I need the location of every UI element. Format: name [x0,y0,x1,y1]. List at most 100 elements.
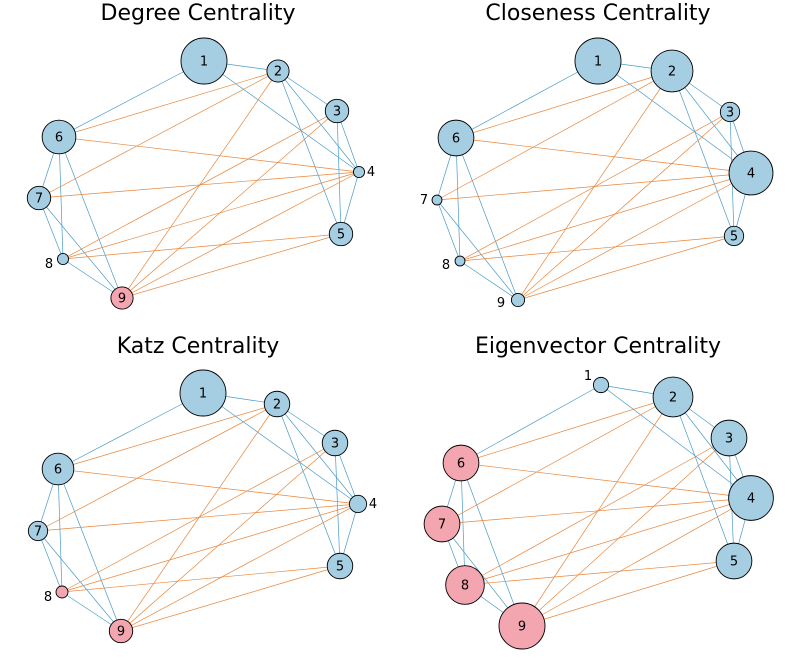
edge-6-9 [460,462,523,627]
edge-4-9 [521,497,752,627]
node-4: 4 [352,165,375,180]
node-circle [445,565,485,605]
node-label: 3 [331,437,339,452]
node-9: 9 [497,292,526,311]
edge-2-6 [455,70,673,139]
edge-4-6 [58,136,360,173]
node-label: 4 [747,492,755,507]
node-label: 8 [461,579,469,594]
node-circle [321,429,349,457]
edge-6-8 [460,462,466,586]
edge-2-4 [276,403,359,505]
node-label: 4 [367,165,375,180]
edge-5-8 [459,235,735,262]
node-label: 4 [369,497,377,512]
node-label: 2 [669,391,677,406]
node-3: 3 [710,419,748,457]
node-1: 1 [180,37,228,85]
node-label: 1 [200,55,208,70]
edge-2-6 [460,396,674,464]
edge-2-6 [57,403,278,470]
node-2: 2 [263,390,291,418]
node-circle [592,376,610,394]
node-2: 2 [652,376,694,418]
node-label: 3 [726,106,734,121]
node-5: 5 [723,225,745,247]
node-label: 3 [333,105,341,120]
node-label: 2 [668,65,676,80]
node-3: 3 [719,101,741,123]
node-label: 9 [518,620,526,635]
node-circle [574,37,622,85]
node-8: 8 [45,252,70,272]
edge-2-6 [58,70,279,138]
node-label: 6 [55,131,63,146]
edge-4-8 [61,503,359,593]
node-circle [108,618,134,644]
node-label: 1 [584,369,592,384]
edge-5-9 [121,233,342,299]
node-circle [352,165,366,179]
node-label: 6 [54,463,62,478]
node-6: 6 [41,119,77,155]
node-3: 3 [321,429,349,457]
edge-5-9 [521,560,735,627]
edge-7-9 [38,197,123,299]
edge-4-7 [38,171,360,199]
node-circle [263,390,291,418]
edge-4-6 [460,462,752,499]
edge-1-6 [57,392,204,470]
node-circle [454,255,466,267]
edge-2-5 [672,396,735,562]
node-1: 1 [584,369,610,394]
node-circle [728,150,774,196]
node-circle [423,505,461,543]
edge-layer [436,60,752,301]
node-9: 9 [108,618,134,644]
edge-1-4 [202,392,359,505]
edge-4-8 [459,172,752,262]
node-circle [180,37,228,85]
panel-title: Closeness Centrality [485,1,710,26]
node-label: 5 [337,228,345,243]
node-label: 6 [452,132,460,147]
node-circle [431,194,443,206]
node-label: 7 [420,193,428,208]
edge-2-7 [38,70,279,199]
panel-title: Katz Centrality [117,334,280,359]
edge-5-9 [517,235,735,301]
node-label: 9 [497,296,505,311]
edge-4-9 [517,172,752,301]
edge-3-9 [521,437,730,627]
node-circle [56,252,70,266]
edge-7-9 [436,199,519,301]
node-8: 8 [44,585,69,605]
edge-1-4 [600,384,752,499]
edge-1-6 [460,384,602,464]
edge-2-7 [441,396,674,525]
edge-6-8 [57,468,63,593]
edge-6-9 [57,468,122,632]
node-circle [348,494,368,514]
edge-1-4 [203,60,360,173]
node-circle [266,59,290,83]
node-circle [41,119,77,155]
edge-5-8 [61,565,341,593]
edge-4-7 [441,497,752,525]
edge-4-9 [121,171,360,299]
node-circle [719,101,741,123]
node-label: 1 [199,387,207,402]
node-1: 1 [179,369,227,417]
edge-8-9 [459,260,519,301]
edge-2-9 [517,70,673,301]
node-8: 8 [445,565,485,605]
edge-2-5 [671,70,735,237]
node-circle [652,376,694,418]
node-circle [728,475,774,521]
edge-1-4 [597,60,752,174]
edge-1-6 [455,60,599,139]
node-label: 7 [438,518,446,533]
node-2: 2 [266,59,290,83]
